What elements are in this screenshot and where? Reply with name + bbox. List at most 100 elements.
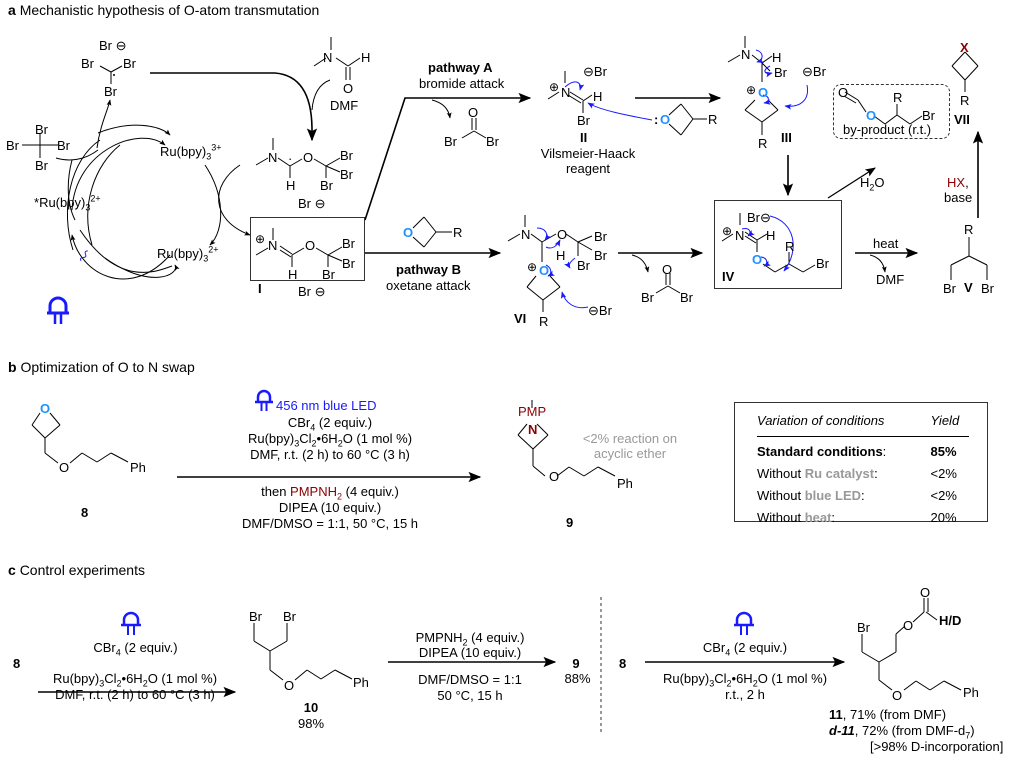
atom-ph: Ph [353, 675, 369, 690]
substrate-8-bonds [31, 412, 129, 464]
amine-conditions: then PMPNH2 (4 equiv.) [261, 484, 399, 502]
compound-9-label: 9 [566, 515, 574, 530]
table-row: Without blue LED: <2% [757, 485, 969, 507]
atom-r: R [453, 225, 463, 240]
atom-h: H [286, 178, 296, 193]
atom-br: Br [486, 134, 499, 149]
compound-10-label: 10 [303, 700, 319, 715]
atom-br: Br [577, 258, 590, 273]
label-VI: VI [514, 311, 527, 326]
dmf-bonds [313, 37, 361, 80]
conditions-table-box [734, 402, 988, 522]
compound-11-yield: 11, 71% (from DMF) [829, 707, 947, 722]
atom-r: R [539, 314, 549, 329]
compound-9-label: 9 [572, 656, 580, 671]
atom-n: N [521, 227, 531, 242]
atom-br: Br [340, 167, 353, 182]
atom-r: R [893, 90, 903, 105]
compound-9-yield: 88% [564, 671, 591, 686]
radical-dot [113, 74, 115, 76]
vilsmeier-label-2: reagent [565, 161, 611, 176]
atom-br: Br [342, 236, 355, 251]
table-row: Without heat: 20% [757, 507, 969, 529]
pathway-b-title: pathway B [396, 262, 462, 277]
atom-br: Br [123, 56, 136, 71]
oxetane-B-bonds [412, 216, 452, 248]
yield-value: 20% [930, 510, 957, 525]
atom-n: N [735, 228, 745, 243]
atom-br: Br [6, 138, 19, 153]
atom-br: Br [35, 158, 48, 173]
atom-o-oxetane: O [752, 252, 763, 267]
exp1-cond-above: CBr4 (2 equiv.) [93, 640, 178, 658]
atom-o-oxetane: O [866, 108, 877, 123]
atom-h: H [361, 50, 371, 65]
pathway-b-subtitle: oxetane attack [386, 278, 471, 293]
atom-o: O [557, 227, 568, 242]
atom-r: R [785, 239, 795, 254]
atom-br: Br [340, 148, 353, 163]
atom-o: O [343, 81, 354, 96]
atom-o-oxetane: O [660, 112, 671, 127]
note-line-2: acyclic ether [593, 446, 667, 461]
radical-intermediate-bonds [255, 138, 341, 178]
dmf-joining-curve [311, 79, 331, 111]
product-10-bonds [253, 623, 353, 681]
table-row: Without Ru catalyst: <2% [757, 463, 969, 485]
atom-o: O [903, 618, 914, 633]
atom-h: H [593, 89, 603, 104]
atom-ph: Ph [963, 685, 979, 700]
oxetane-A-bonds [668, 103, 707, 136]
base-label: base [944, 190, 973, 205]
intermediate-VI-bonds [507, 215, 593, 312]
atom-x: X [960, 40, 969, 55]
atom-r: R [758, 136, 768, 151]
catalytic-cycle-arrows [55, 99, 251, 278]
charge-plus: ⊕ [255, 232, 266, 246]
exp2-cond-above-2: DIPEA (10 equiv.) [418, 645, 522, 660]
blue-led-icon [47, 296, 69, 324]
hx-label: HX, [947, 175, 969, 190]
V-bonds [950, 237, 988, 280]
light-wave [80, 250, 88, 261]
compound-8-label: 8 [619, 656, 627, 671]
cbr4-conditions: CBr4 (2 equiv.) [287, 415, 373, 433]
intermediate-I-bonds [255, 228, 343, 267]
cobr2-b-bonds [655, 273, 681, 294]
vilsmeier-II-bonds [547, 71, 593, 113]
label-V: V [964, 280, 973, 295]
section-title: Control experiments [19, 562, 145, 578]
ru-2plus: Ru(bpy)32+ [157, 244, 219, 264]
intermediate-III-bonds [727, 36, 779, 135]
table-row: Standard conditions: 85% [757, 437, 969, 464]
atom-n: N [268, 150, 278, 165]
atom-o: O [59, 460, 70, 475]
bromide-attack-arrow-III [784, 84, 809, 110]
atom-n: N [268, 238, 278, 253]
atom-br: Br [57, 138, 70, 153]
atom-br: Br [104, 84, 117, 99]
section-a-heading: a Mechanistic hypothesis of O-atom trans… [8, 2, 319, 18]
ru-catalyst-conditions: Ru(bpy)3Cl2•6H2O (1 mol %) [247, 431, 413, 449]
atom-br: Br [35, 122, 48, 137]
cycle-arrow-bottom [70, 234, 171, 280]
exp3-cond-below-1: Ru(bpy)3Cl2•6H2O (1 mol %) [662, 671, 828, 689]
water-label: H2O [860, 175, 885, 193]
atom-o: O [549, 469, 560, 484]
charge-plus: ⊕ [527, 260, 538, 274]
atom-o: O [284, 678, 295, 693]
label-VII: VII [954, 112, 970, 127]
table-header-row: Variation of conditions Yield [757, 410, 969, 437]
atom-r: R [960, 93, 970, 108]
exp2-cond-below-1: DMF/DMSO = 1:1 [418, 672, 522, 687]
charge-plus: ⊕ [549, 80, 560, 94]
atom-n-azetidine: N [528, 422, 538, 437]
vilsmeier-label: Vilsmeier-Haack [540, 146, 636, 161]
atom-o-oxetane: O [758, 85, 769, 100]
atom-ph: Ph [617, 476, 633, 491]
label-IV: IV [722, 269, 735, 284]
atom-br: Br [981, 281, 994, 296]
note-line-1: <2% reaction on [582, 431, 678, 446]
hydrolysis-arrow [827, 167, 876, 199]
